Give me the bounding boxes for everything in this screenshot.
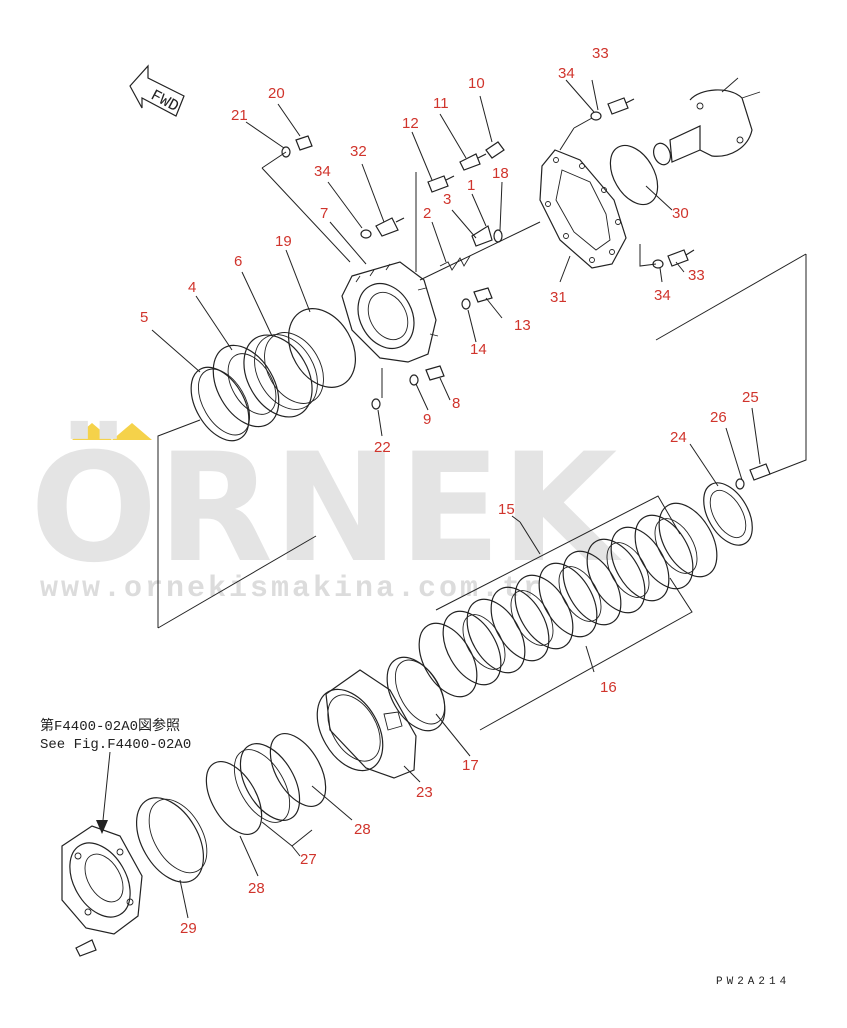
label-10: 10 xyxy=(468,75,485,92)
leader-lines xyxy=(101,79,761,919)
bracket-16-tick xyxy=(585,645,595,673)
label-5: 5 xyxy=(140,309,148,326)
label-29: 29 xyxy=(180,920,197,937)
reference-note-english: See Fig.F4400-02A0 xyxy=(40,737,191,753)
plug-10 xyxy=(485,141,505,159)
drawing-code: PW2A214 xyxy=(716,976,790,988)
label-1: 1 xyxy=(467,177,475,194)
label-23: 23 xyxy=(416,784,433,801)
label-8: 8 xyxy=(452,395,460,412)
housing-7 xyxy=(341,261,439,363)
label-21: 21 xyxy=(231,107,248,124)
label-16: 16 xyxy=(600,679,617,696)
reference-arrow-icon xyxy=(96,820,108,834)
carrier-reference xyxy=(61,825,143,957)
bracket-15 xyxy=(435,495,681,611)
washer-34-top xyxy=(590,111,602,121)
clutch-pack xyxy=(418,482,753,698)
watermark-accent-left xyxy=(72,423,112,440)
axle-housing xyxy=(652,77,761,166)
bracket-15-tail xyxy=(511,515,521,523)
label-18: 18 xyxy=(492,165,509,182)
label-14: 14 xyxy=(470,341,487,358)
bracket-16 xyxy=(479,577,693,731)
watermark-accent-right xyxy=(112,423,152,440)
label-4: 4 xyxy=(188,279,196,296)
ring-17 xyxy=(386,656,446,732)
bracket-27-tail xyxy=(291,845,301,857)
bracket-15-tick xyxy=(519,521,541,555)
bolt-8 xyxy=(425,365,445,381)
seal-27 xyxy=(233,743,301,823)
label-28-upper: 28 xyxy=(354,821,371,838)
fwd-label: FWD xyxy=(148,87,182,116)
label-26: 26 xyxy=(710,409,727,426)
pin-14 xyxy=(461,298,471,310)
label-7: 7 xyxy=(320,205,328,222)
washer-26 xyxy=(735,478,745,490)
fitting-11 xyxy=(459,153,487,171)
label-22: 22 xyxy=(374,439,391,456)
label-19: 19 xyxy=(275,233,292,250)
label-3: 3 xyxy=(443,191,451,208)
bolt-12 xyxy=(427,175,455,193)
pin-22 xyxy=(371,398,381,410)
label-12: 12 xyxy=(402,115,419,132)
label-34-left: 34 xyxy=(314,163,331,180)
label-15: 15 xyxy=(498,501,515,518)
piston-4 xyxy=(212,344,280,428)
bolt-33-mid xyxy=(667,249,695,267)
label-30: 30 xyxy=(672,205,689,222)
bolt-32 xyxy=(375,217,405,237)
bolt-20 xyxy=(295,135,313,151)
seal-19 xyxy=(287,308,357,388)
part-labels: 1 2 3 4 5 6 7 8 9 10 11 12 13 14 15 16 1… xyxy=(140,45,759,937)
pin-9 xyxy=(409,374,419,386)
assembly-lines xyxy=(157,117,807,629)
reference-note: 第F4400-02A0図参照 See Fig.F4400-02A0 xyxy=(40,717,191,834)
label-2: 2 xyxy=(423,205,431,222)
bracket-27 xyxy=(261,821,313,847)
label-34-mid: 34 xyxy=(654,287,671,304)
ring-5 xyxy=(190,366,251,442)
bolt-13 xyxy=(473,287,493,303)
hub-23 xyxy=(316,669,417,779)
pin-21 xyxy=(281,146,291,158)
watermark-url: www.ornekismakina.com.tr xyxy=(40,572,544,606)
label-25: 25 xyxy=(742,389,759,406)
label-24: 24 xyxy=(670,429,687,446)
label-34-top: 34 xyxy=(558,65,575,82)
plate-31 xyxy=(539,149,627,269)
label-11: 11 xyxy=(433,95,449,112)
label-28-lower: 28 xyxy=(248,880,265,897)
label-6: 6 xyxy=(234,253,242,270)
washer-34-left xyxy=(360,229,372,239)
reference-note-japanese: 第F4400-02A0図参照 xyxy=(40,717,180,735)
seal-28-lower xyxy=(205,761,263,835)
piston-6 xyxy=(243,332,324,418)
label-33-top: 33 xyxy=(592,45,609,62)
label-32: 32 xyxy=(350,143,367,160)
label-31: 31 xyxy=(550,289,567,306)
watermark-brand: ÖRNEK xyxy=(30,420,622,596)
o-ring-30 xyxy=(609,144,659,206)
bolt-25 xyxy=(749,463,771,481)
label-27: 27 xyxy=(300,851,317,868)
fwd-arrow-icon: FWD xyxy=(129,64,185,117)
label-17: 17 xyxy=(462,757,479,774)
bearing-29 xyxy=(135,797,208,883)
watermark: ÖRNEK www.ornekismakina.com.tr xyxy=(30,420,622,606)
lever-1 xyxy=(471,225,493,247)
label-9: 9 xyxy=(423,411,431,428)
spring-2 xyxy=(439,255,471,271)
label-20: 20 xyxy=(268,85,285,102)
bolt-33-top xyxy=(607,97,635,115)
label-33-mid: 33 xyxy=(688,267,705,284)
seal-28-upper xyxy=(269,733,327,807)
pin-18 xyxy=(493,229,503,243)
label-13: 13 xyxy=(514,317,531,334)
